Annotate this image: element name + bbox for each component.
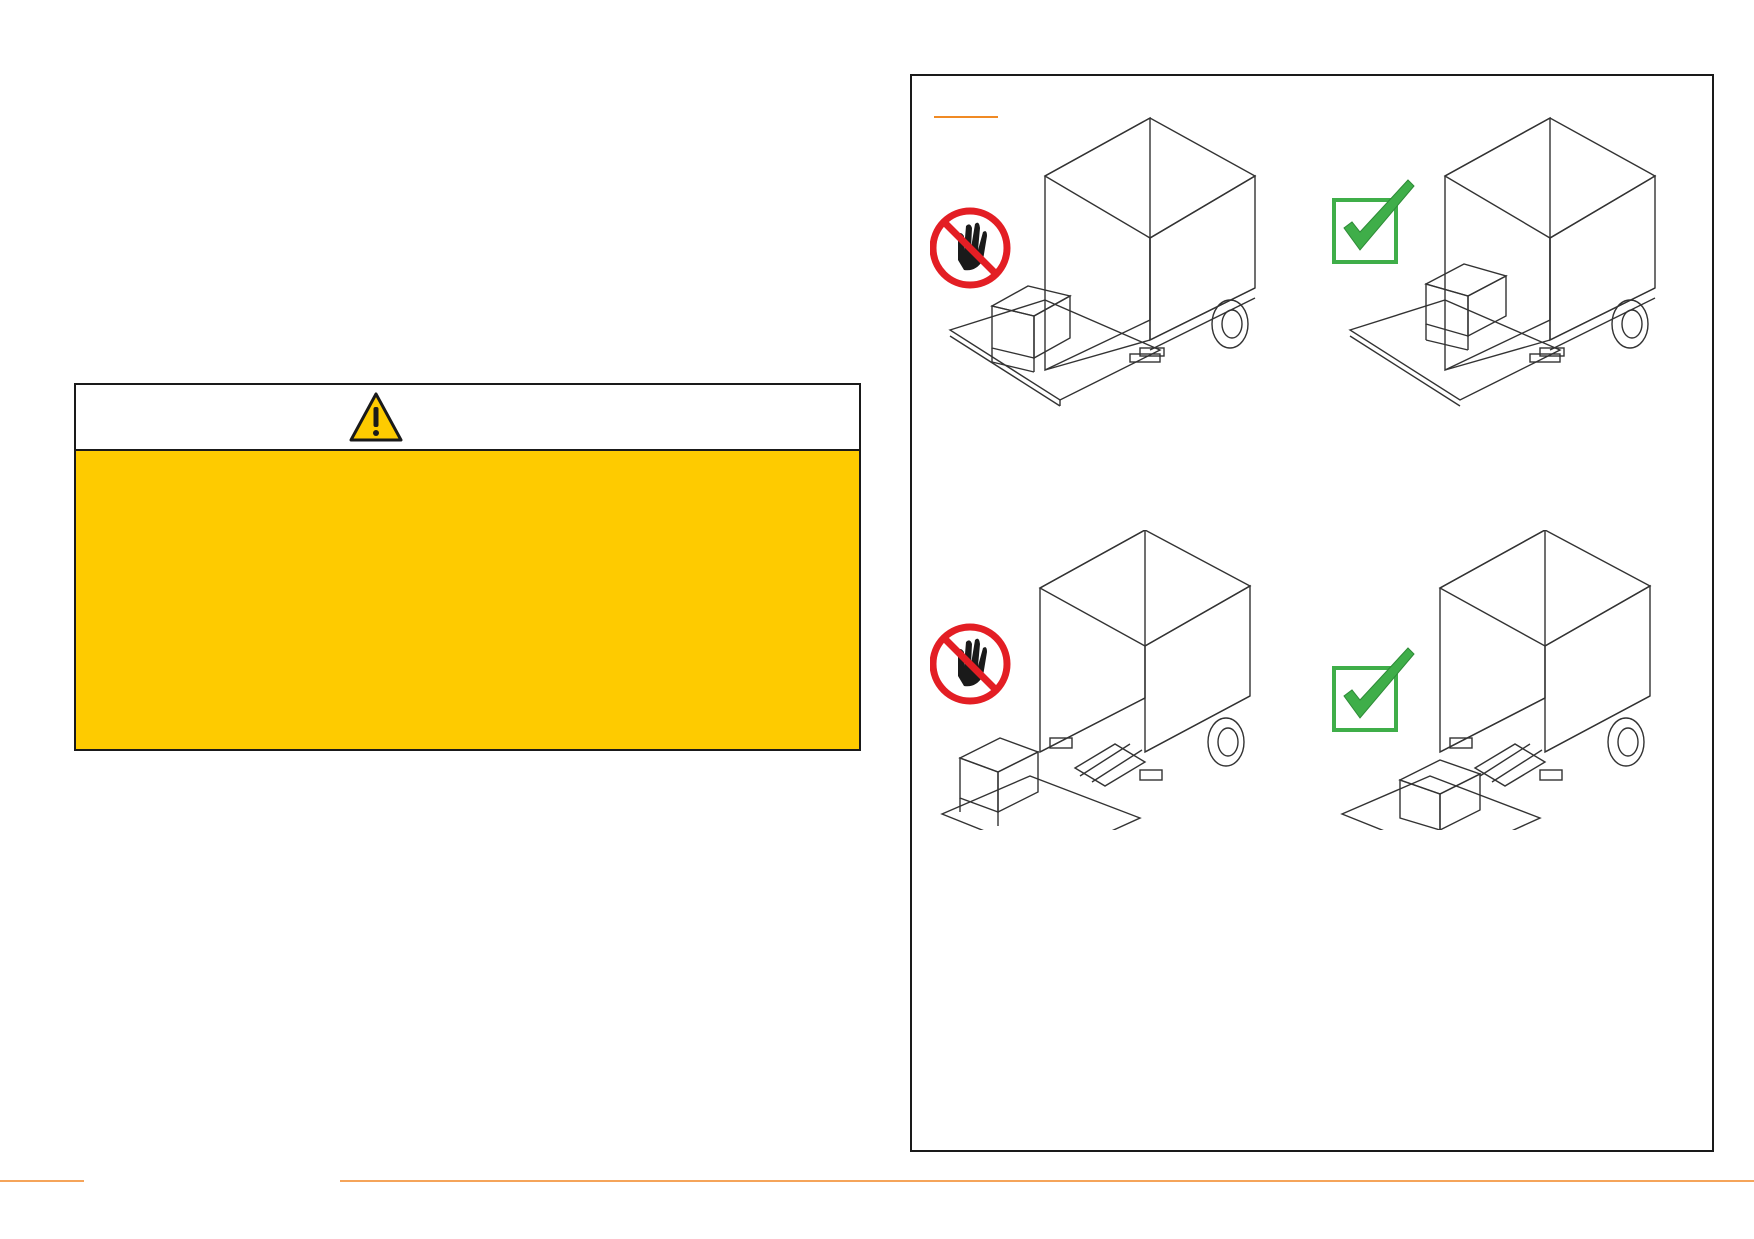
figure-accent-line [934, 116, 998, 118]
panel-taillift-prohibited [930, 530, 1290, 830]
panel-ramp-correct [1330, 110, 1690, 410]
ramp-prohibited-illustration [930, 116, 1257, 407]
warning-header [76, 385, 859, 451]
no-hand-prohibition-icon [930, 207, 1011, 289]
warning-body [76, 451, 859, 749]
panel-taillift-correct [1330, 530, 1690, 830]
figure-frame [910, 74, 1714, 1152]
taillift-prohibited-illustration [930, 530, 1252, 830]
footer-rule-right [340, 1180, 1754, 1182]
no-hand-prohibition-icon [930, 623, 1011, 705]
green-checkmark-icon [1332, 647, 1415, 732]
footer-rule-left [0, 1180, 84, 1182]
ramp-correct-illustration [1332, 116, 1657, 407]
panel-ramp-prohibited [930, 110, 1290, 410]
warning-box [74, 383, 861, 751]
warning-triangle-icon [349, 392, 403, 442]
green-checkmark-icon [1332, 179, 1415, 264]
taillift-correct-illustration [1332, 530, 1652, 830]
